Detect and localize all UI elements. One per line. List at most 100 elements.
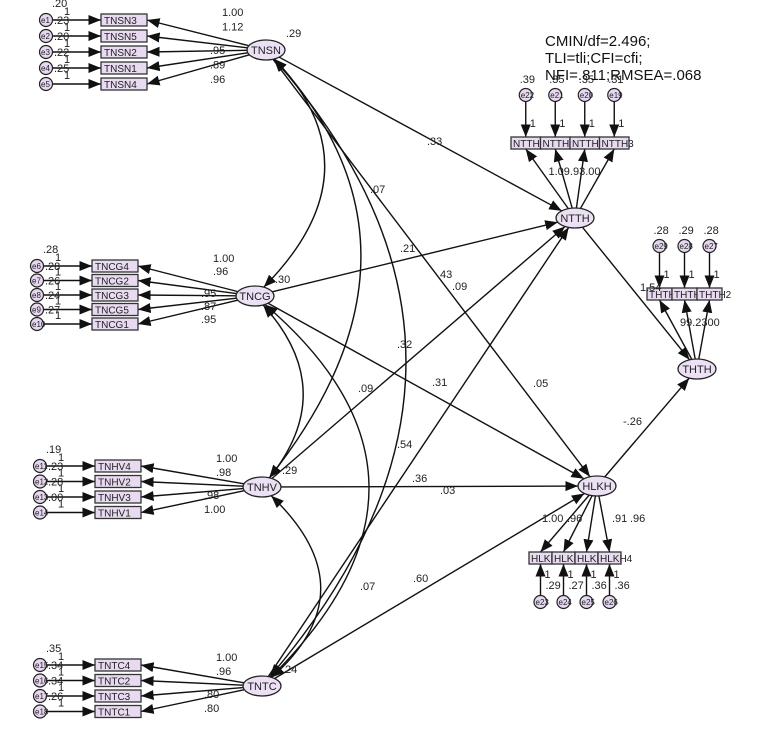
observed-tnsn2: TNSN2 xyxy=(100,45,148,59)
covariance-coefficient: .07 xyxy=(370,184,385,196)
covariance-tncg-tntc xyxy=(264,303,370,678)
latent-variance: .29 xyxy=(286,28,301,40)
error-label: e23 xyxy=(536,598,550,607)
latent-label: NTTH xyxy=(560,213,589,225)
loading-value: 1.00 xyxy=(222,7,243,19)
fixed-one-label: 1 xyxy=(689,269,695,281)
fixed-one-label: 1 xyxy=(55,281,61,293)
error-variance: .34 xyxy=(48,660,63,672)
observed-box xyxy=(94,459,142,473)
path-tnsn-ntth xyxy=(278,56,563,212)
error-e15: e15 xyxy=(32,657,49,673)
loading-value: .89 xyxy=(210,60,225,72)
error-circle xyxy=(38,76,54,92)
error-label: e11 xyxy=(35,462,48,471)
error-e19: e19 xyxy=(607,87,623,103)
observed-label: HLKH2 xyxy=(554,554,587,565)
loading-value: 1.00 xyxy=(542,513,563,525)
error-label: e1 xyxy=(41,16,50,25)
fixed-one-label: 1 xyxy=(64,38,70,50)
observed-box xyxy=(91,317,139,331)
loading-value: 1.00 xyxy=(216,453,237,465)
error-label: e27 xyxy=(705,242,719,251)
error-label: e10 xyxy=(32,320,46,329)
loading-path xyxy=(579,148,615,209)
error-circle xyxy=(556,594,571,610)
observed-label: TNTC2 xyxy=(98,677,131,688)
observed-box xyxy=(94,474,142,489)
error-e13: e13 xyxy=(32,489,49,505)
fixed-one-label: 1 xyxy=(58,698,64,710)
loadings-label: 99.2300 xyxy=(680,317,720,329)
loading-value: .80 xyxy=(204,703,219,715)
error-variance: .36 xyxy=(615,580,630,592)
covariance-tnhv-tntc xyxy=(270,495,322,678)
path-coefficient: -.26 xyxy=(623,416,642,428)
latent-tncg: TNCG xyxy=(235,285,275,307)
error-circle xyxy=(518,87,533,103)
error-circle xyxy=(32,657,48,673)
observed-tntc3: TNTC3 xyxy=(94,689,142,703)
loading-value: .96 xyxy=(216,666,231,678)
error-circle xyxy=(677,238,692,254)
fixed-one-label: 1 xyxy=(55,310,61,322)
loading-path xyxy=(140,686,244,700)
observed-label: TNSN2 xyxy=(104,48,137,59)
observed-label: NTTH4 xyxy=(572,139,605,150)
path-tnhv-ntth xyxy=(271,225,566,480)
latent-thth: THTH xyxy=(677,358,717,380)
error-label: e14 xyxy=(35,509,49,518)
error-e5: e5 xyxy=(38,76,54,92)
observed-label: TNHV1 xyxy=(98,509,131,520)
observed-label: TNTC3 xyxy=(98,692,131,703)
latent-label: HLKH xyxy=(582,481,611,493)
error-e1: e1 xyxy=(38,12,54,28)
fixed-one-label: 1 xyxy=(58,483,64,495)
error-label: e4 xyxy=(41,64,50,73)
fit-line-1: CMIN/df=2.496; xyxy=(545,33,650,50)
loading-path xyxy=(583,495,597,553)
error-label: e9 xyxy=(32,306,41,315)
error-e9: e9 xyxy=(29,302,45,317)
fixed-one-label: 1 xyxy=(614,569,620,581)
error-variance: .00 xyxy=(48,492,63,504)
error-variance: .29 xyxy=(679,225,694,237)
observed-box xyxy=(597,551,622,565)
loading-value: .95 xyxy=(201,314,216,326)
error-e26: e26 xyxy=(602,594,619,610)
path-coefficient: .43 xyxy=(437,269,452,281)
path-hlkh-thth xyxy=(604,377,690,478)
loading-value: .98 xyxy=(204,490,219,502)
fixed-one-label: 1 xyxy=(55,267,61,279)
error-label: e3 xyxy=(41,48,50,57)
error-circle xyxy=(32,505,48,520)
loading-path xyxy=(146,32,248,49)
loadings-label: 1.09.93.00 xyxy=(549,166,601,178)
observed-box xyxy=(94,505,142,520)
error-circle xyxy=(702,238,717,254)
observed-box xyxy=(91,259,139,273)
observed-label: HLKH1 xyxy=(531,554,564,565)
error-label: e26 xyxy=(605,598,619,607)
error-circle xyxy=(607,87,622,103)
loading-path xyxy=(146,18,250,47)
error-circle xyxy=(652,238,667,254)
observed-label: TNCG3 xyxy=(95,291,129,302)
latent-ellipse xyxy=(242,675,282,697)
error-label: e6 xyxy=(32,262,41,271)
fixed-one-label: 1 xyxy=(568,569,574,581)
fixed-one-label: 1 xyxy=(64,54,70,66)
path-tnhv-hlkh xyxy=(280,481,579,492)
error-variance: .31 xyxy=(608,74,623,86)
error-label: e15 xyxy=(35,661,49,670)
error-circle xyxy=(548,87,563,103)
error-variance: .27 xyxy=(45,305,60,317)
observed-box xyxy=(696,287,723,301)
observed-tnhv3: TNHV3 xyxy=(94,490,142,504)
error-variance: .27 xyxy=(569,580,584,592)
error-variance: .26 xyxy=(45,276,60,288)
observed-box xyxy=(91,302,139,317)
path-coefficient: .32 xyxy=(397,339,412,351)
error-e11: e11 xyxy=(32,458,48,474)
fixed-one-label: 1 xyxy=(589,118,595,130)
